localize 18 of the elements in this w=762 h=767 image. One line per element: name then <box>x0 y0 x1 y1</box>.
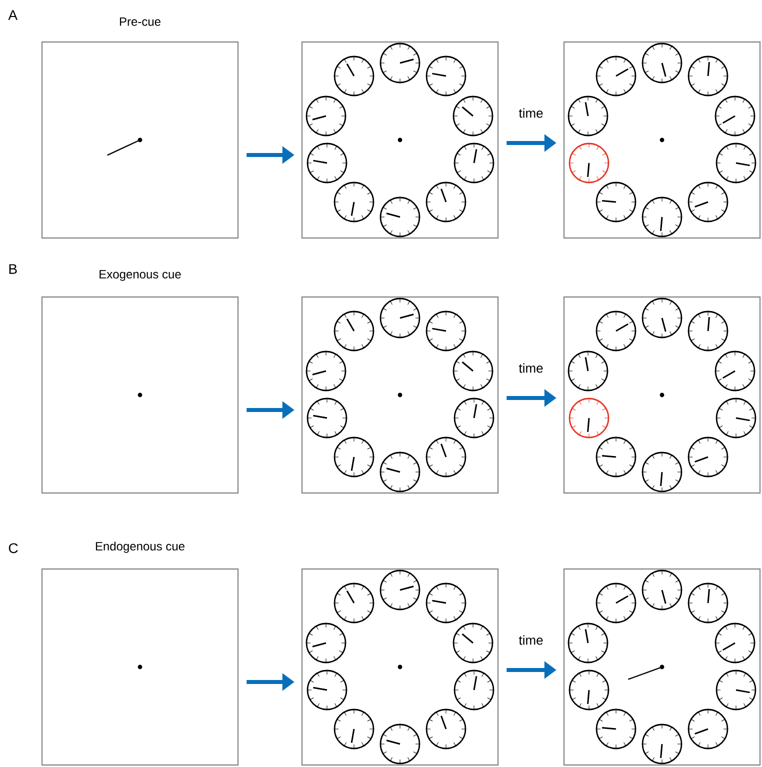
panel-letter: A <box>8 10 18 20</box>
display-panel <box>563 568 761 766</box>
edge-label: time <box>518 363 543 373</box>
display-panel <box>563 296 761 494</box>
panel-letter: B <box>9 264 17 274</box>
panel-letter: C <box>8 543 18 554</box>
display-panel <box>301 296 499 494</box>
display-panel <box>301 568 499 766</box>
display-panel <box>563 41 761 239</box>
edge-label: time <box>518 635 543 645</box>
display-panel: Pre-cue <box>41 18 239 239</box>
display-panel: Exogenous cue <box>41 270 239 494</box>
node-label: Endogenous cue <box>96 542 184 553</box>
display-panel <box>301 41 499 239</box>
display-panel: Endogenous cue <box>41 542 239 766</box>
node-label: Exogenous cue <box>100 270 181 281</box>
node-label: Pre-cue <box>120 17 160 26</box>
edge-label: time <box>518 108 543 118</box>
